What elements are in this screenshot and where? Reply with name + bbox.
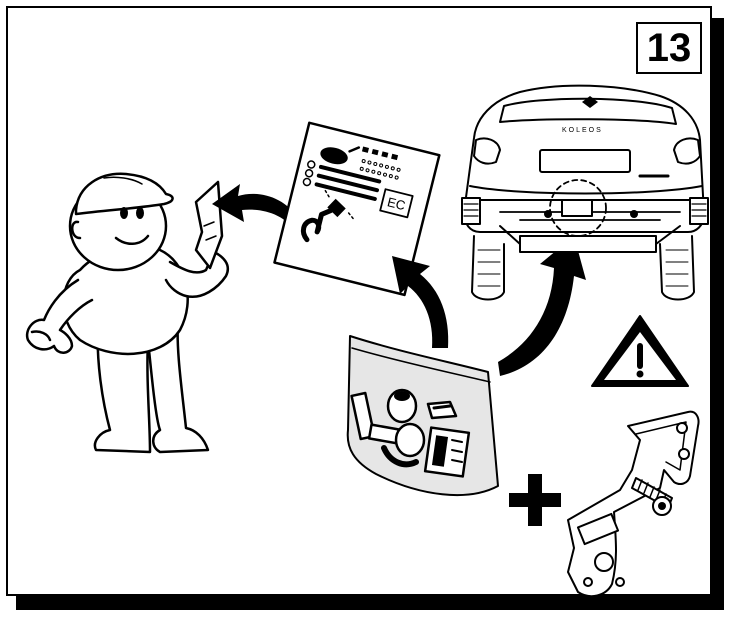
warning-triangle-icon [592,316,688,386]
mechanic-figure [27,174,228,452]
arrow-to-sheet [392,256,448,348]
bracket-part [568,412,699,596]
plus-icon [509,474,561,526]
car-rear [462,86,708,300]
step-number-badge: 13 [636,22,702,74]
kit-bag [348,336,498,495]
arrow-to-car [498,236,586,376]
car-model-badge: KOLEOS [562,127,603,134]
